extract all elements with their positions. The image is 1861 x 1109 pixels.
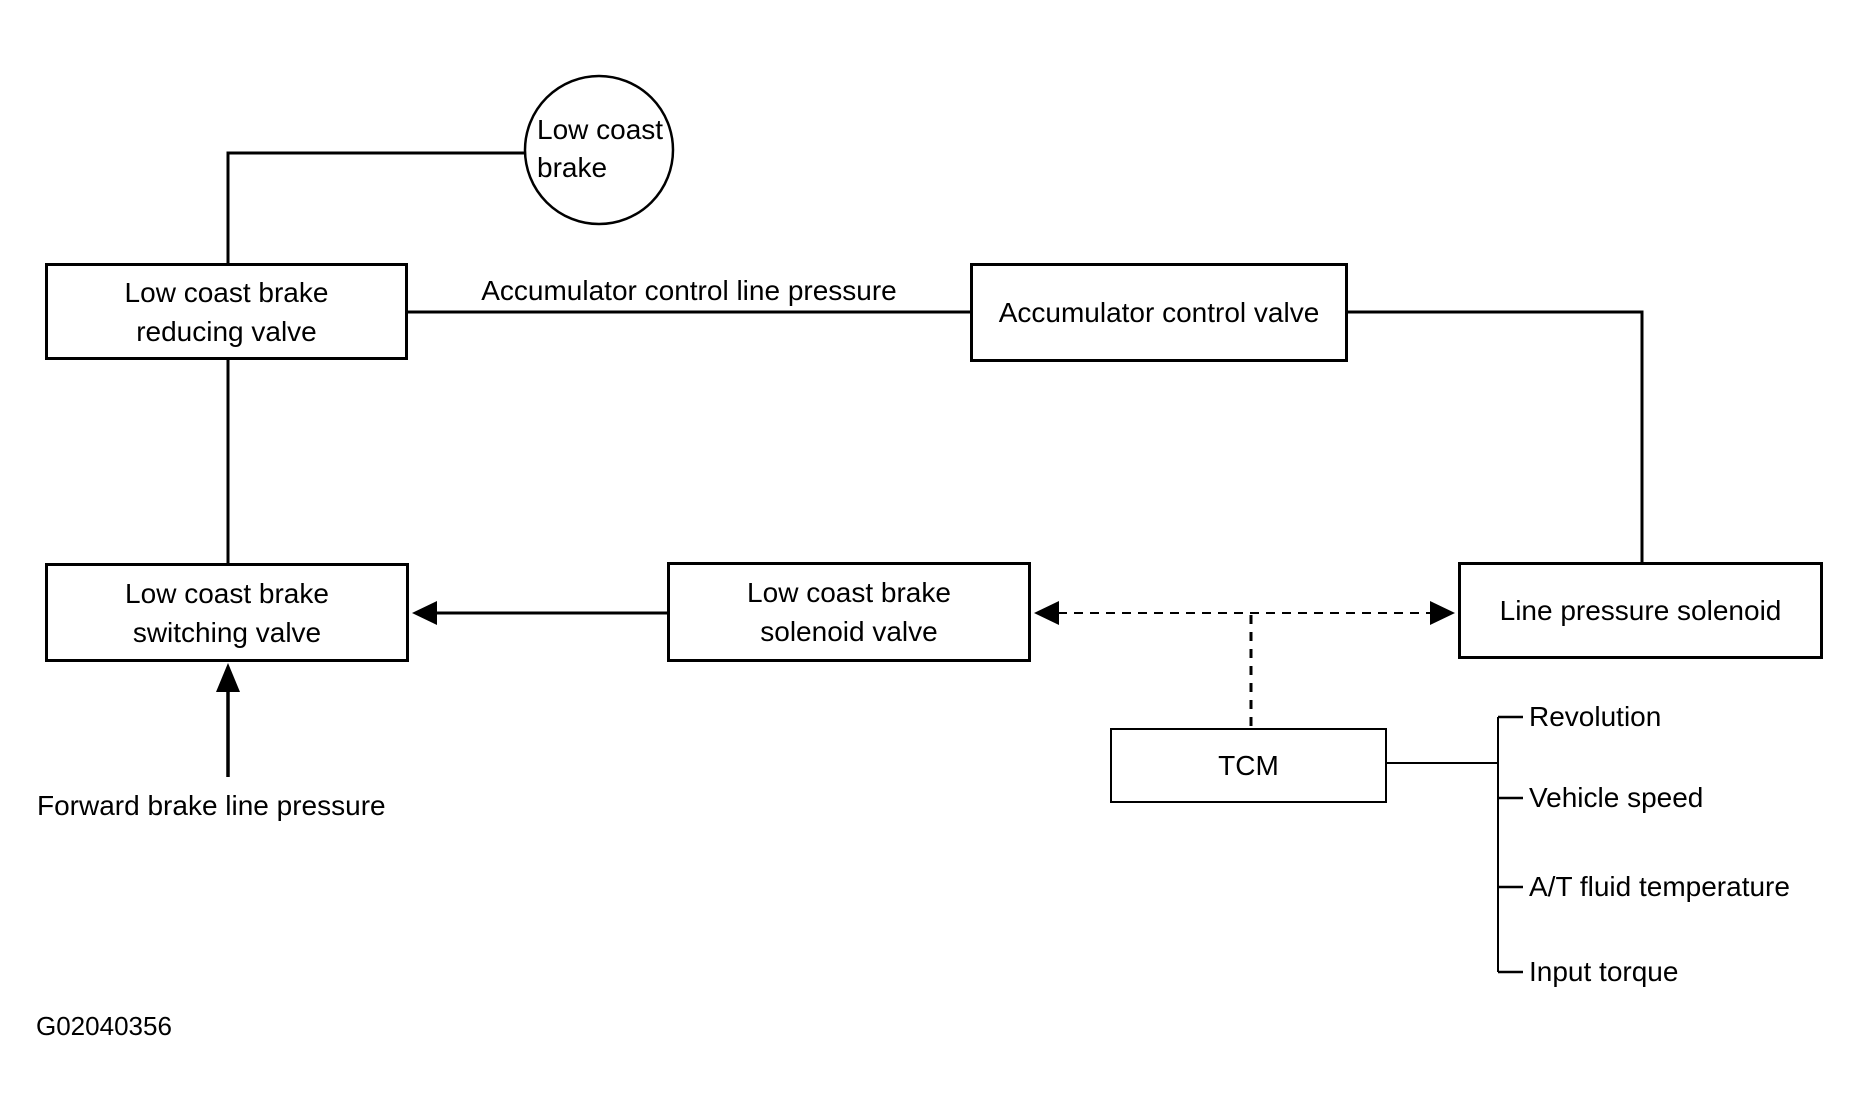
tcm-box: TCM	[1110, 728, 1387, 803]
connector-accumulator-to-line-pressure-solenoid	[1348, 310, 1644, 562]
accumulator-line-pressure-label: Accumulator control line pressure	[481, 275, 897, 306]
solenoid-valve-label: Low coast brake solenoid valve	[747, 577, 951, 647]
arrowhead-into-line-pressure-solenoid	[1430, 601, 1455, 625]
arrowhead-into-solenoid-valve	[1034, 601, 1059, 625]
tcm-input-label-revolution: Revolution	[1529, 701, 1662, 732]
solenoid-valve-box: Low coast brake solenoid valve	[667, 562, 1031, 662]
low-coast-brake-label: Low coast brake	[537, 114, 664, 183]
arrowhead-into-switching-valve	[412, 601, 437, 625]
accumulator-control-valve-box: Accumulator control valve	[970, 263, 1348, 362]
tcm-input-label-vehicle-speed: Vehicle speed	[1529, 782, 1704, 813]
switching-valve-box: Low coast brake switching valve	[45, 563, 409, 662]
tcm-input-label-input-torque: Input torque	[1529, 956, 1679, 987]
tcm-input-label-fluid-temperature: A/T fluid temperature	[1529, 871, 1790, 902]
reducing-valve-box: Low coast brake reducing valve	[45, 263, 408, 360]
low-coast-brake-circle	[523, 74, 675, 226]
accumulator-control-valve-label: Accumulator control valve	[998, 297, 1320, 328]
line-pressure-solenoid-box: Line pressure solenoid	[1458, 562, 1823, 659]
arrowhead-into-switching-valve-bottom	[216, 663, 240, 692]
line-pressure-solenoid-label: Line pressure solenoid	[1499, 595, 1782, 626]
connector-reducing-to-brake-circle	[226, 151, 524, 263]
switching-valve-label: Low coast brake switching valve	[125, 577, 329, 648]
tcm-label: TCM	[1218, 750, 1279, 781]
reducing-valve-label: Low coast brake reducing valve	[124, 276, 329, 347]
figure-id-label: G02040356	[36, 1011, 172, 1041]
forward-brake-line-pressure-label: Forward brake line pressure	[37, 790, 386, 821]
